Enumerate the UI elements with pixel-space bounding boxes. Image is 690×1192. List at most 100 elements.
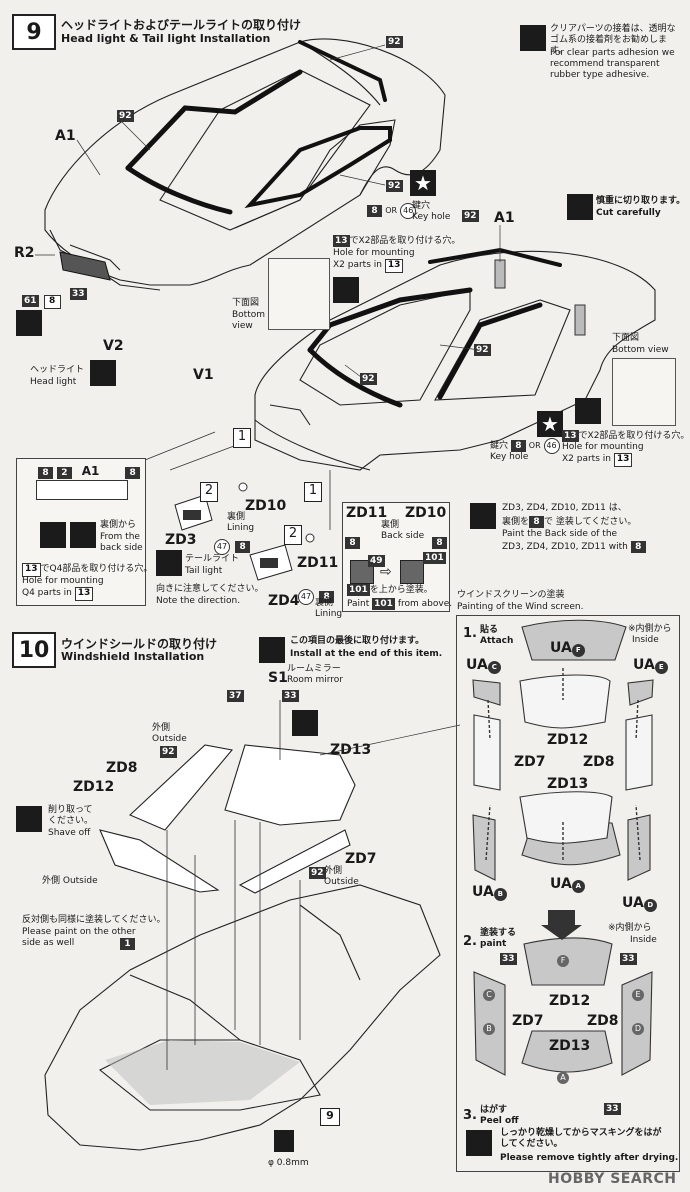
ws-33-c: 33 xyxy=(604,1103,621,1115)
bottom-view-right-jp: 下面図 xyxy=(612,333,640,343)
ws-zd12-b: ZD12 xyxy=(549,993,591,1009)
ws-badge-a2: A xyxy=(557,1072,569,1084)
windscreen-panel xyxy=(456,615,680,1172)
ws-33-a: 33 xyxy=(500,953,517,965)
zd-note-jp2-text: 裏側を xyxy=(502,517,530,527)
zd10-lining-en: Lining xyxy=(227,523,255,533)
part-13-right: 13 xyxy=(562,430,579,442)
arrow-right-icon: ⇨ xyxy=(380,564,392,580)
ws-33-b: 33 xyxy=(620,953,637,965)
pd-shape-zd10 xyxy=(400,560,424,584)
ws-ua-a-text: UA xyxy=(550,876,572,892)
ws-zd8-b: ZD8 xyxy=(587,1013,619,1029)
brush-icon xyxy=(470,503,496,529)
part-47: 47 xyxy=(214,539,230,555)
note-jp: 向きに注意してください。 xyxy=(156,584,264,594)
mirror-en: Room mirror xyxy=(287,675,344,685)
label-zd11: ZD11 xyxy=(297,555,339,571)
pd-back-en: Back side xyxy=(381,531,425,541)
hole-x2-jp-text: でX2部品を取り付ける穴。 xyxy=(349,236,461,246)
left-detail-header: 8 2 A1 8 xyxy=(38,464,141,479)
bottom-view-en2: view xyxy=(232,321,253,331)
zd4-lining-jp: 裏側 xyxy=(315,598,334,608)
ws-badge-e2: E xyxy=(632,989,644,1001)
s10-part-1: 1 xyxy=(120,938,135,950)
ws-zd7-a: ZD7 xyxy=(514,754,546,770)
zd-part-8: 8 xyxy=(529,516,545,528)
brush-icon-ws xyxy=(466,1130,492,1156)
part-92-e: 92 xyxy=(474,344,491,356)
clear-parts-note-jp: クリアパーツの接着は、透明なゴム系の接着剤をお勧めします。 xyxy=(550,24,676,56)
label-zd10: ZD10 xyxy=(245,498,287,514)
marker-2-b: 2 xyxy=(284,525,302,545)
or-mid: OR xyxy=(528,441,541,450)
note-en: Note the direction. xyxy=(156,596,241,606)
ws-ua-c-badge: C xyxy=(487,661,501,674)
s10-part-33: 33 xyxy=(282,690,299,702)
part-46-mid: 46 xyxy=(543,438,560,454)
label-a1-mid: A1 xyxy=(494,210,515,226)
ws-zd13-a: ZD13 xyxy=(547,776,589,792)
ws-badge-b2: B xyxy=(483,1023,495,1035)
drill-icon xyxy=(274,1130,294,1152)
pd-back-jp: 裏側 xyxy=(381,520,400,530)
brush-icon-s10 xyxy=(259,637,285,663)
zd-note-en: Paint the Back side of the xyxy=(502,529,618,539)
cut-carefully-en: Cut carefully xyxy=(596,208,661,218)
s10-part-37: 37 xyxy=(227,690,244,702)
zd-note-en2-text: ZD3, ZD4, ZD10, ZD11 with xyxy=(502,542,628,552)
ws-ua-d-badge: D xyxy=(643,899,657,912)
tail-jp: テールライト xyxy=(185,554,240,564)
marker-1-a: 1 xyxy=(233,428,251,448)
ld-q4-en1: Hole for mounting xyxy=(22,576,104,586)
label-v2: V2 xyxy=(103,338,124,354)
label-zd7: ZD7 xyxy=(345,851,377,867)
step10-title-en: Windshield Installation xyxy=(61,650,205,663)
pd-paint-jp-text: を上から塗装。 xyxy=(369,585,433,595)
glue-icon-tail xyxy=(156,550,182,576)
ws-title-jp: ウインドスクリーンの塗装 xyxy=(457,590,565,600)
pd-part-8-b: 8 xyxy=(432,537,447,549)
s10-marker-9: 9 xyxy=(320,1108,340,1126)
outside-jp-a: 外側 xyxy=(152,723,171,733)
ld-q4-en2-text: Q4 parts in xyxy=(22,588,72,598)
label-v1: V1 xyxy=(193,367,214,383)
ld-part-2: 2 xyxy=(56,467,72,479)
ws-zd13-b: ZD13 xyxy=(549,1038,591,1054)
hole-x2-right-jp: でX2部品を取り付ける穴。 xyxy=(578,431,690,441)
star-icon: ★ xyxy=(410,170,436,196)
part-92-c: 92 xyxy=(386,180,403,192)
opp-jp: 反対側も同様に塗装してください。 xyxy=(22,915,166,925)
part-8-zd4: 8 xyxy=(319,591,335,603)
part-8-r2: 8 xyxy=(43,295,61,309)
knife-icon xyxy=(567,194,593,220)
ws-ua-e-text: UA xyxy=(633,657,655,673)
ws-badge-f2: F xyxy=(557,955,569,967)
zd-note-en2: ZD3, ZD4, ZD10, ZD11 with 8 xyxy=(502,541,646,553)
cement-icon-v2 xyxy=(90,360,116,386)
pd-paint-en2: from above. xyxy=(397,599,453,609)
cement-icon-ld xyxy=(70,522,96,548)
pd-paint-en1: Paint xyxy=(347,599,370,609)
cement-icon-right xyxy=(575,398,601,424)
ws-step2-num: 2. xyxy=(463,934,477,949)
ws-inside-en: Inside xyxy=(632,635,659,645)
outside-en-b: Outside xyxy=(324,877,359,887)
ws-ua-e-badge: E xyxy=(654,661,668,674)
knife-icon-s10 xyxy=(16,806,42,832)
bottom-view-jp: 下面図 xyxy=(232,298,260,308)
hole-x2-en1: Hole for mounting xyxy=(333,248,415,258)
star-icon-2: ★ xyxy=(537,411,563,437)
step9-title-jp: ヘッドライトおよびテールライトの取り付け xyxy=(61,18,302,32)
marker-2-a: 2 xyxy=(200,482,218,502)
label-a1-top: A1 xyxy=(55,128,76,144)
ws-step2-jp: 塗装する xyxy=(480,928,517,938)
